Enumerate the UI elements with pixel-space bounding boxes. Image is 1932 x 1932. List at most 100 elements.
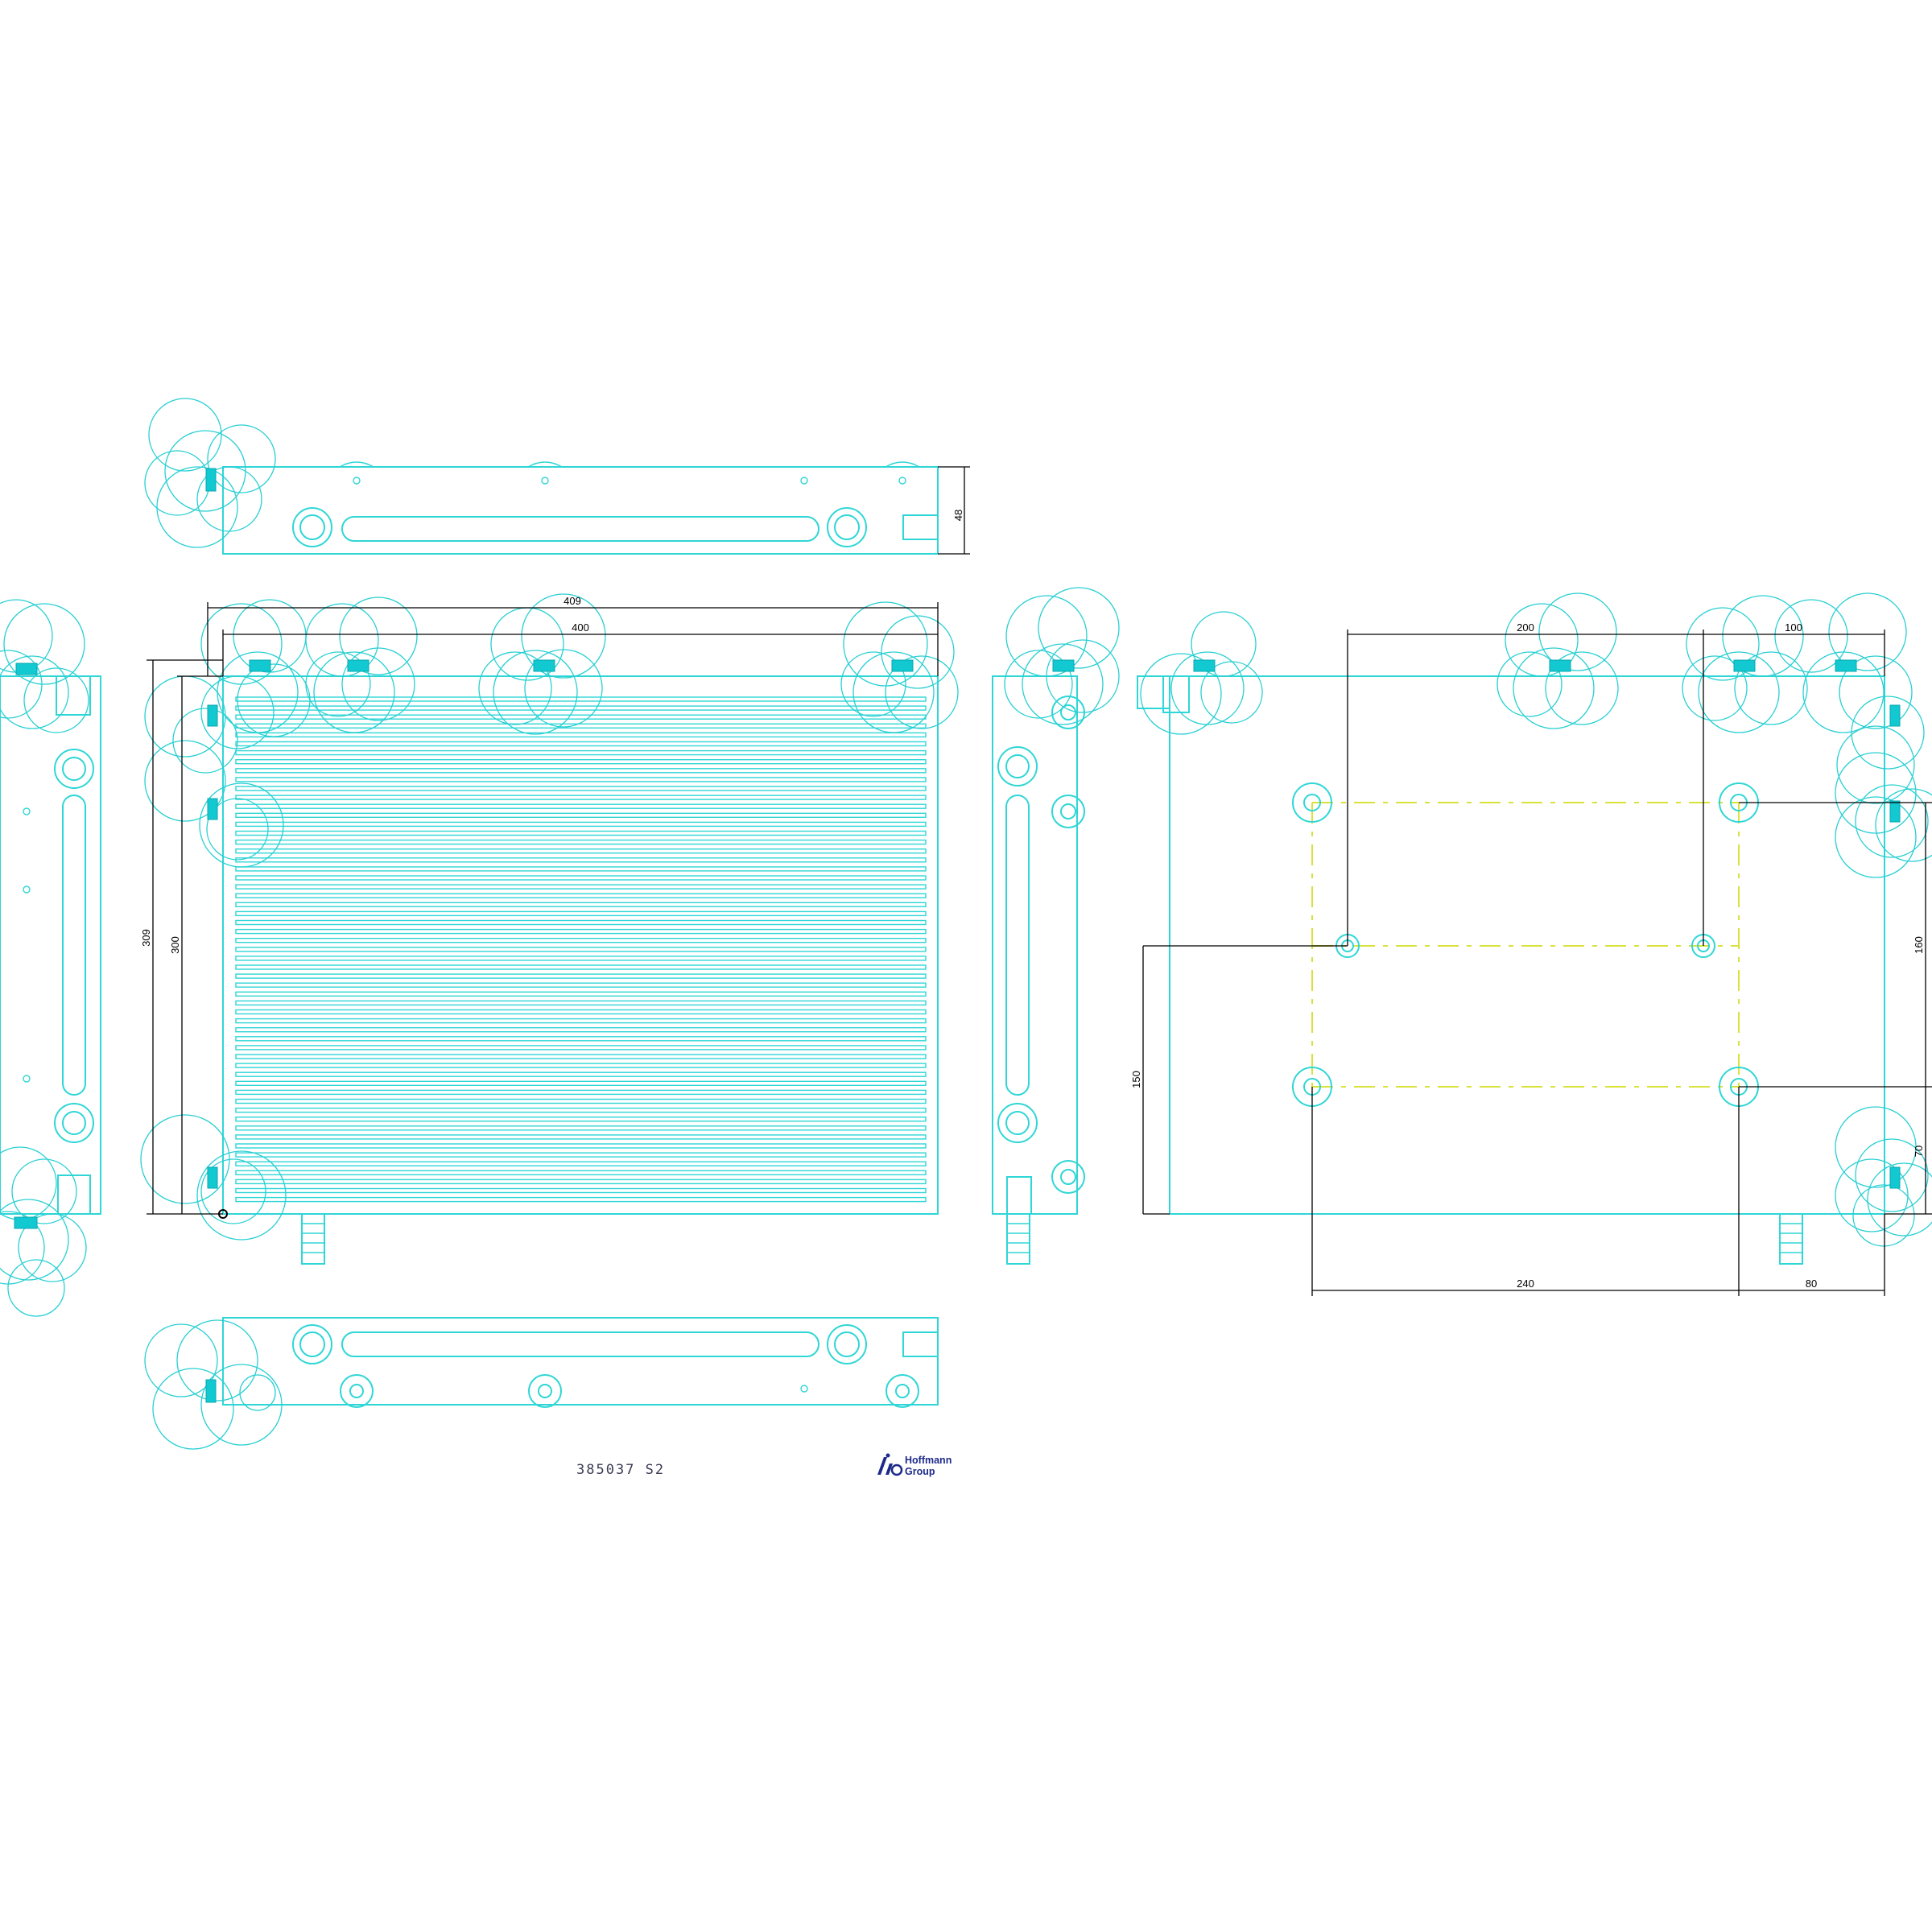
clamp-cluster-pattern-right2 [1774,592,1925,804]
cooling-slot [235,749,927,756]
cooling-slot [235,910,927,917]
cooling-slot [235,714,927,720]
dim-edge-y: 70 [1885,1087,1932,1215]
cooling-slot [235,759,927,765]
cooling-slot [235,1045,927,1051]
hoffmann-logo-icon [877,1453,903,1476]
bottom-side-view [144,1317,939,1450]
dim-inner-width-label: 400 [572,621,589,634]
dim-pitch-y-label: 160 [1913,936,1925,954]
mounting-hole [1292,782,1332,823]
hoffmann-group-logo: Hoffmann Group [877,1453,952,1477]
clamp-cluster-front-mid1 [305,597,418,733]
dim-inner-height: 300 [169,675,223,1214]
clamp-cluster-bottom-side [144,1319,283,1450]
clamp-cluster-pattern-topleft [1140,611,1263,735]
cooling-slot [235,928,927,935]
clamp-cluster-left-bottom [0,1146,87,1317]
part-number: 385037 S2 [576,1462,665,1478]
dim-overall-width: 409 [207,595,939,676]
dim-overall-width-label: 409 [564,595,581,607]
clamp-cluster-front-right [840,601,959,733]
cooling-slot [235,830,927,836]
cooling-slot [235,1018,927,1024]
cooling-slot [235,1098,927,1104]
front-view: 409 400 309 300 [140,593,959,1265]
cooling-slot [235,875,927,881]
dim-overall-height-label: 309 [140,929,152,947]
clamp-cluster-pattern-mid [1496,592,1619,729]
dim-edge-right: 80 [1739,1214,1885,1296]
dim-hole-span: 240 [1311,1087,1740,1296]
cooling-slot [235,768,927,774]
cooling-slot [235,1080,927,1087]
cooling-slot [235,893,927,898]
top-side-view: 48 [144,398,970,555]
dim-origin-y: 150 [1130,945,1348,1215]
cooling-slot [235,964,927,970]
dim-hole-span-label: 240 [1517,1278,1534,1290]
clamp-cluster-pattern-right1 [1682,595,1808,733]
dim-inner-height-label: 300 [169,936,181,954]
cooling-slot [235,1054,927,1059]
cooling-slot [235,1000,927,1006]
clamp-cluster-front-bottomleft [140,1114,287,1241]
clamp-cluster-top-side [144,398,276,548]
cooling-slot [235,1170,927,1176]
cooling-slot [235,857,927,863]
cooling-slot [235,866,927,872]
cooling-slot [235,705,927,711]
cooling-slot [235,732,927,738]
dim-pitch-x-label: 200 [1517,621,1534,634]
cooling-slot [235,902,927,908]
dim-edge-y-label: 70 [1913,1146,1925,1157]
dim-pitch-y: 160 [1739,802,1932,1088]
cooling-slot [235,937,927,943]
cooling-slot [235,741,927,747]
right-side-view [992,587,1120,1265]
dim-inner-width: 400 [222,621,938,676]
cooling-slot [235,1036,927,1042]
cooling-slot [235,777,927,782]
logo-text-line1: Hoffmann [905,1455,952,1466]
dim-edge-x-label: 100 [1785,621,1802,634]
logo-text-line2: Group [905,1466,935,1477]
cooling-slot [235,1063,927,1068]
dim-edge-right-label: 80 [1806,1278,1817,1290]
cooling-slot [235,1196,927,1203]
clamp-cluster-front-mid2 [478,593,606,735]
cooling-slot [235,812,927,818]
cooling-slot [235,1125,927,1131]
cooling-slot [235,1026,927,1033]
cooling-slot [235,723,927,729]
cooling-slot [235,1009,927,1015]
left-side-view [0,599,101,1317]
clamp-cluster-front-leftmid [199,782,284,868]
cooling-slot [235,821,927,828]
clamp-cluster-right-side [1004,587,1120,725]
cooling-slot [235,1179,927,1185]
cooling-slot [235,1143,927,1149]
cooling-slot [235,696,927,702]
cooling-slot [235,919,927,926]
dim-origin-y-label: 150 [1130,1071,1142,1088]
cooling-slot [235,884,927,890]
dim-side-height-label: 48 [952,510,964,521]
cooling-slot [235,1107,927,1113]
cooling-slot [235,1152,927,1158]
cooling-slot [235,1161,927,1166]
dim-edge-x: 100 [1703,621,1885,676]
dim-overall-height: 309 [140,659,223,1215]
cooling-slot [235,1089,927,1096]
clamp-cluster-left-top [0,599,89,733]
cooling-slot [235,982,927,988]
cooling-slot [235,991,927,997]
cooling-slot [235,1134,927,1140]
clamp-cluster-pattern-rightmid [1835,752,1932,878]
clamp-cluster-pattern-bottomright [1835,1106,1932,1247]
cooling-slot [235,795,927,800]
cooling-slot [235,973,927,979]
cooling-slot [235,956,927,961]
cooling-slot [235,839,927,845]
